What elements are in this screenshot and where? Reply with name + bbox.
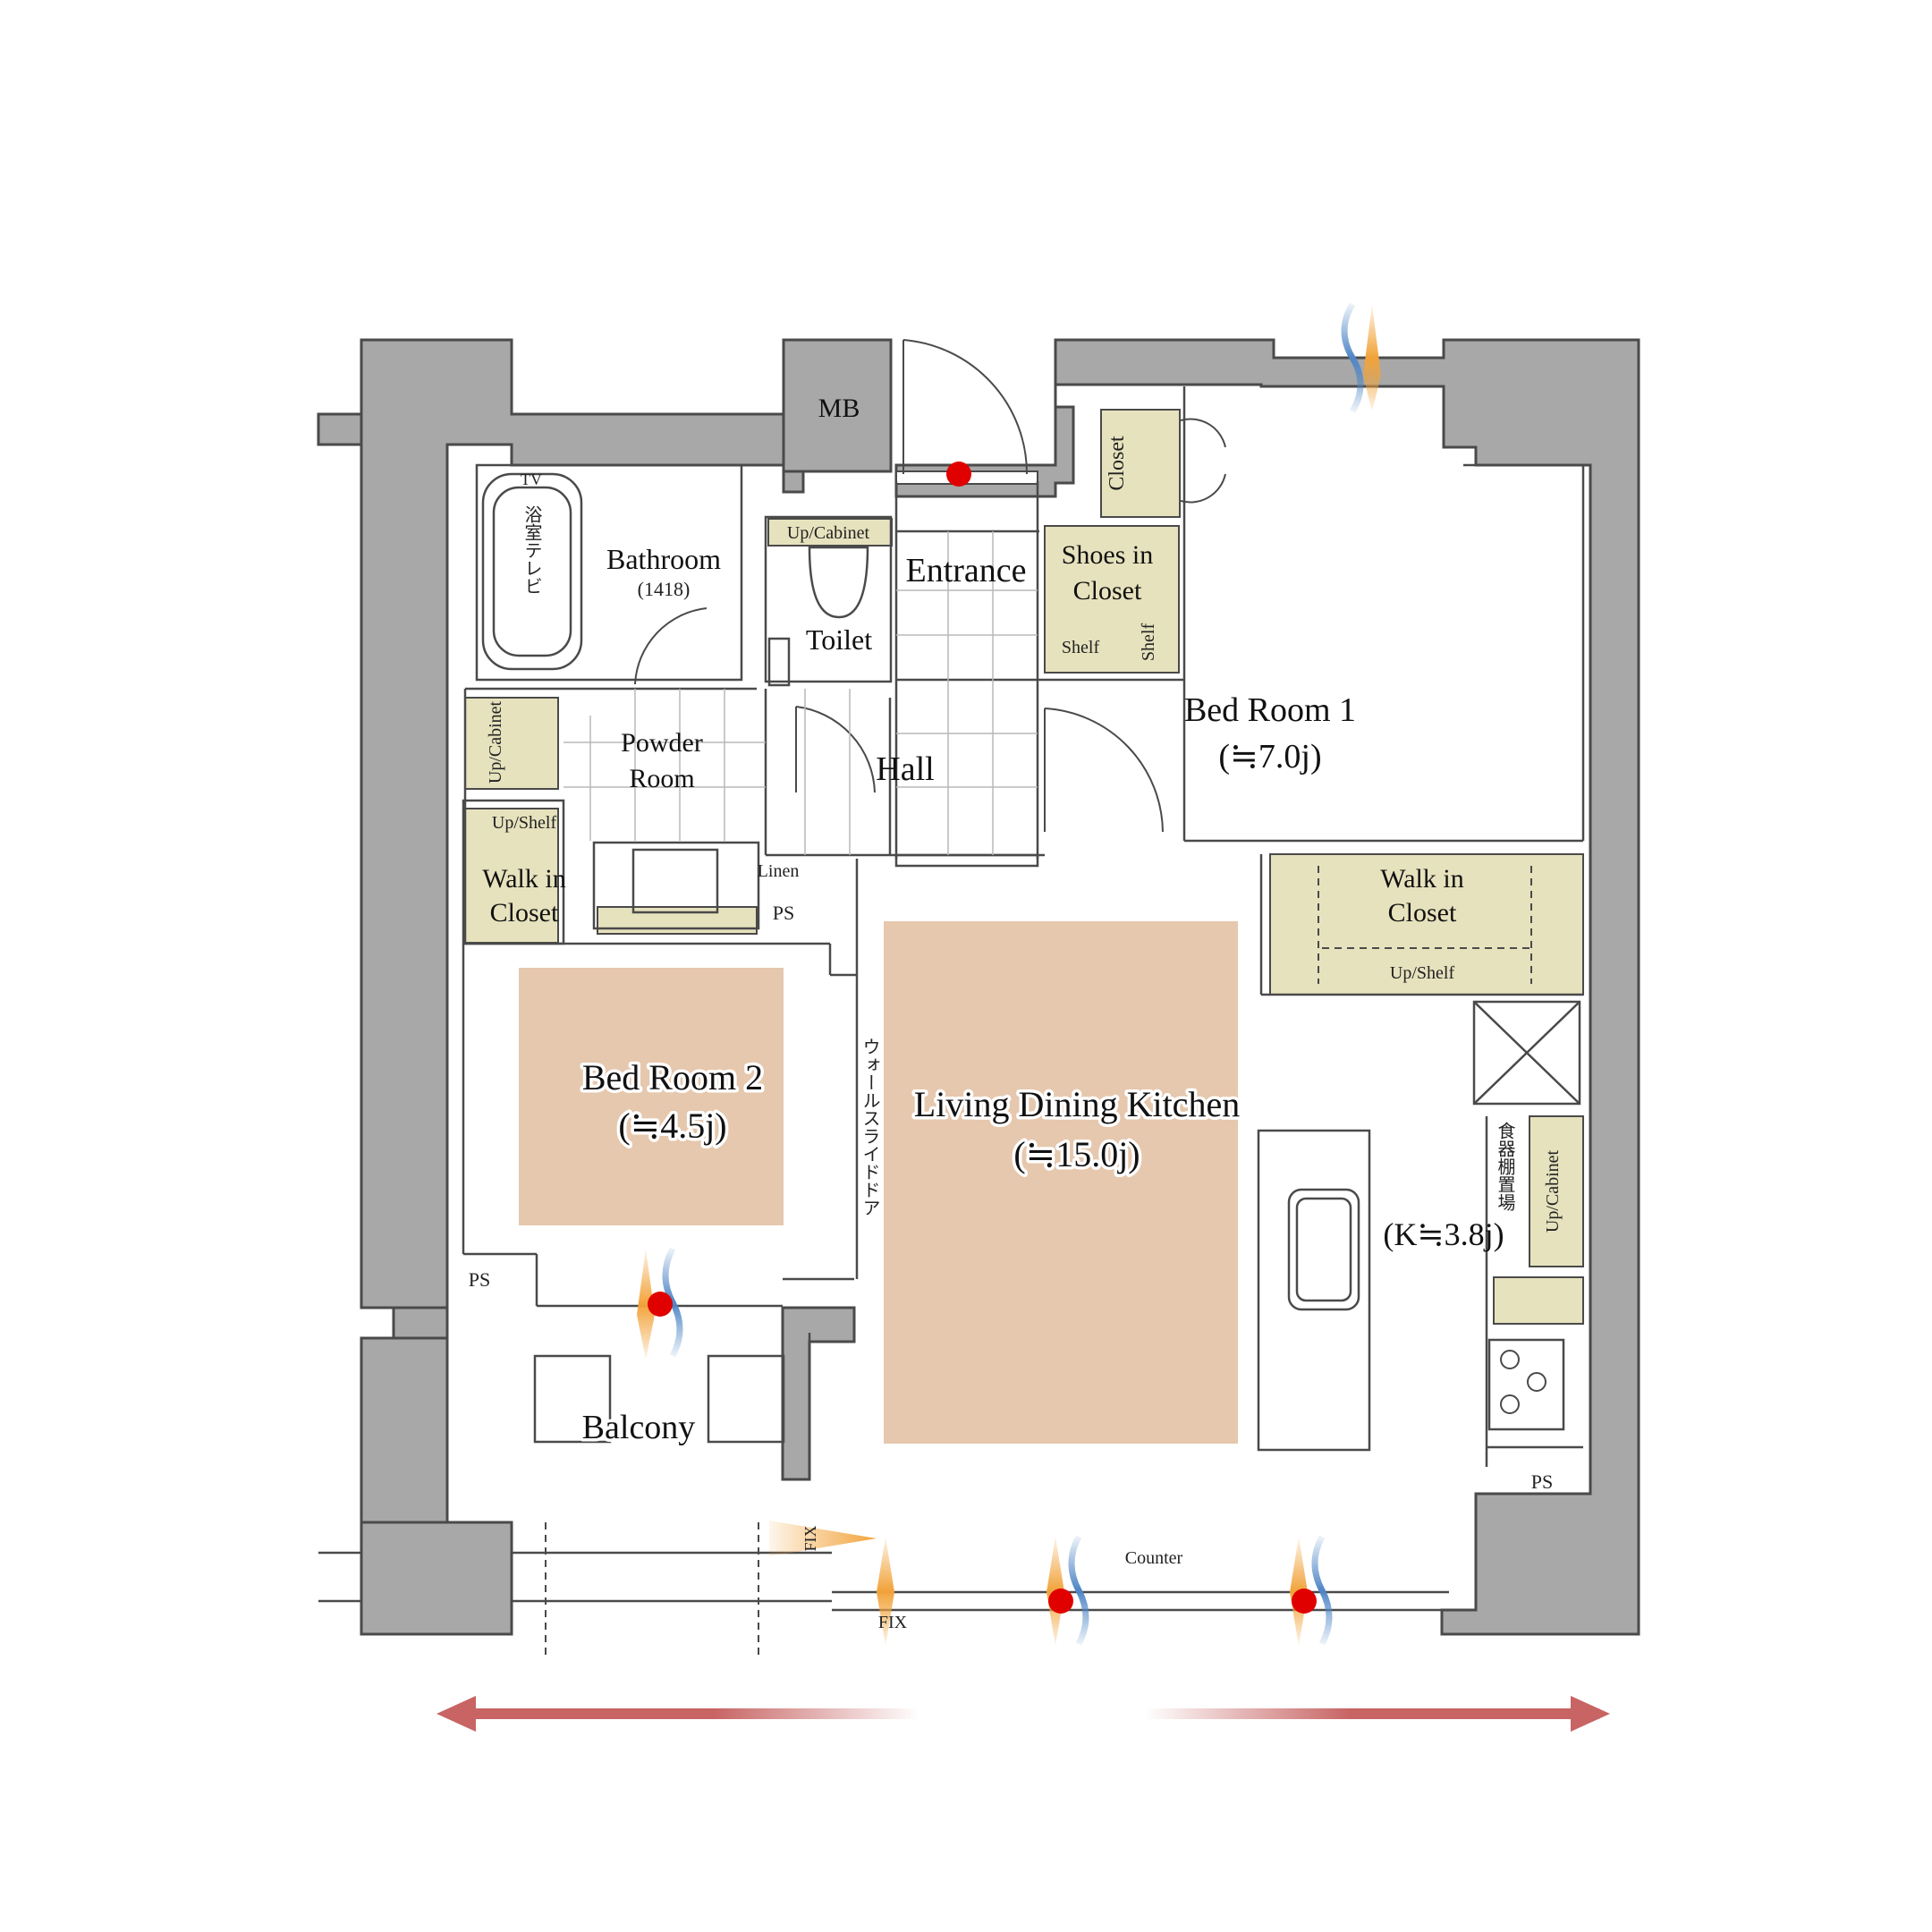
label-wic-right-1: Walk in (1380, 864, 1463, 894)
label-bedroom1: Bed Room 1 (1184, 691, 1356, 729)
label-wic-left-2: Closet (490, 898, 559, 928)
dimension-arrow (436, 1696, 1610, 1732)
label-dish-shelf: 食器棚置場 (1495, 1122, 1515, 1211)
label-shoes-closet-1: Shoes in (1062, 540, 1154, 570)
storage-areas (464, 409, 1584, 1325)
label-shelf-a: Shelf (1062, 638, 1100, 657)
label-fix-bottom: FIX (878, 1613, 908, 1632)
label-counter: Counter (1125, 1548, 1183, 1568)
label-wic-left-shelf: Up/Shelf (492, 813, 557, 833)
label-bathroom: Bathroom (606, 543, 721, 575)
marker-entrance (946, 462, 971, 487)
label-ps-right: PS (1531, 1470, 1553, 1493)
label-toilet: Toilet (806, 623, 872, 656)
door-swings (634, 339, 1226, 833)
tile-grid (564, 531, 1038, 855)
bedroom2-floor (519, 968, 784, 1225)
label-bedroom2: Bed Room 2 (582, 1057, 763, 1097)
label-linen: Linen (758, 861, 800, 881)
ldk-floor (884, 921, 1238, 1444)
label-wic-right-shelf: Up/Shelf (1390, 963, 1455, 983)
label-bathroom-size: (1418) (638, 578, 691, 600)
label-wic-right-2: Closet (1388, 898, 1457, 928)
label-bath-tv-note: 浴室テレビ (521, 505, 542, 595)
label-entrance: Entrance (905, 552, 1026, 589)
marker-bedroom2-window (648, 1292, 673, 1317)
stove-icon (1500, 1350, 1546, 1414)
label-ldk: Living Dining Kitchen (914, 1084, 1240, 1124)
label-fix-side: FIX (801, 1525, 819, 1551)
label-closet: Closet (1106, 436, 1129, 491)
label-powder-2: Room (629, 764, 694, 793)
markers (648, 462, 1317, 1614)
label-ps-center: PS (773, 902, 794, 924)
label-mb: MB (818, 394, 860, 423)
label-balcony: Balcony (582, 1409, 696, 1446)
walls (317, 338, 1640, 1636)
label-toilet-cabinet: Up/Cabinet (787, 523, 870, 543)
dashed-lines (545, 680, 1535, 1655)
label-kitchen-cabinet: Up/Cabinet (1543, 1149, 1563, 1233)
marker-ldk-window-left (1048, 1589, 1073, 1614)
label-powder-cabinet: Up/Cabinet (486, 700, 505, 784)
label-shelf-b: Shelf (1139, 623, 1158, 662)
room-labels: MB Entrance Bathroom (1418) TV 浴室テレビ Toi… (469, 394, 1563, 1632)
label-wic-left-1: Walk in (482, 864, 565, 894)
label-powder-1: Powder (621, 728, 703, 758)
label-ldk-area: (≒15.0j) (1013, 1134, 1140, 1174)
label-shoes-closet-2: Closet (1073, 576, 1142, 606)
label-bedroom1-area: (≒7.0j) (1218, 738, 1321, 775)
label-hall: Hall (876, 750, 934, 788)
label-bedroom2-area: (≒4.5j) (618, 1106, 726, 1146)
label-ps-left: PS (469, 1268, 490, 1291)
interior-walls (318, 386, 1585, 1612)
label-wall-slide-door: ウォールスライドドア (860, 1038, 879, 1216)
marker-ldk-window-right (1292, 1589, 1317, 1614)
label-bath-tv: TV (521, 470, 542, 488)
label-kitchen-area: (K≒3.8j) (1383, 1216, 1504, 1252)
